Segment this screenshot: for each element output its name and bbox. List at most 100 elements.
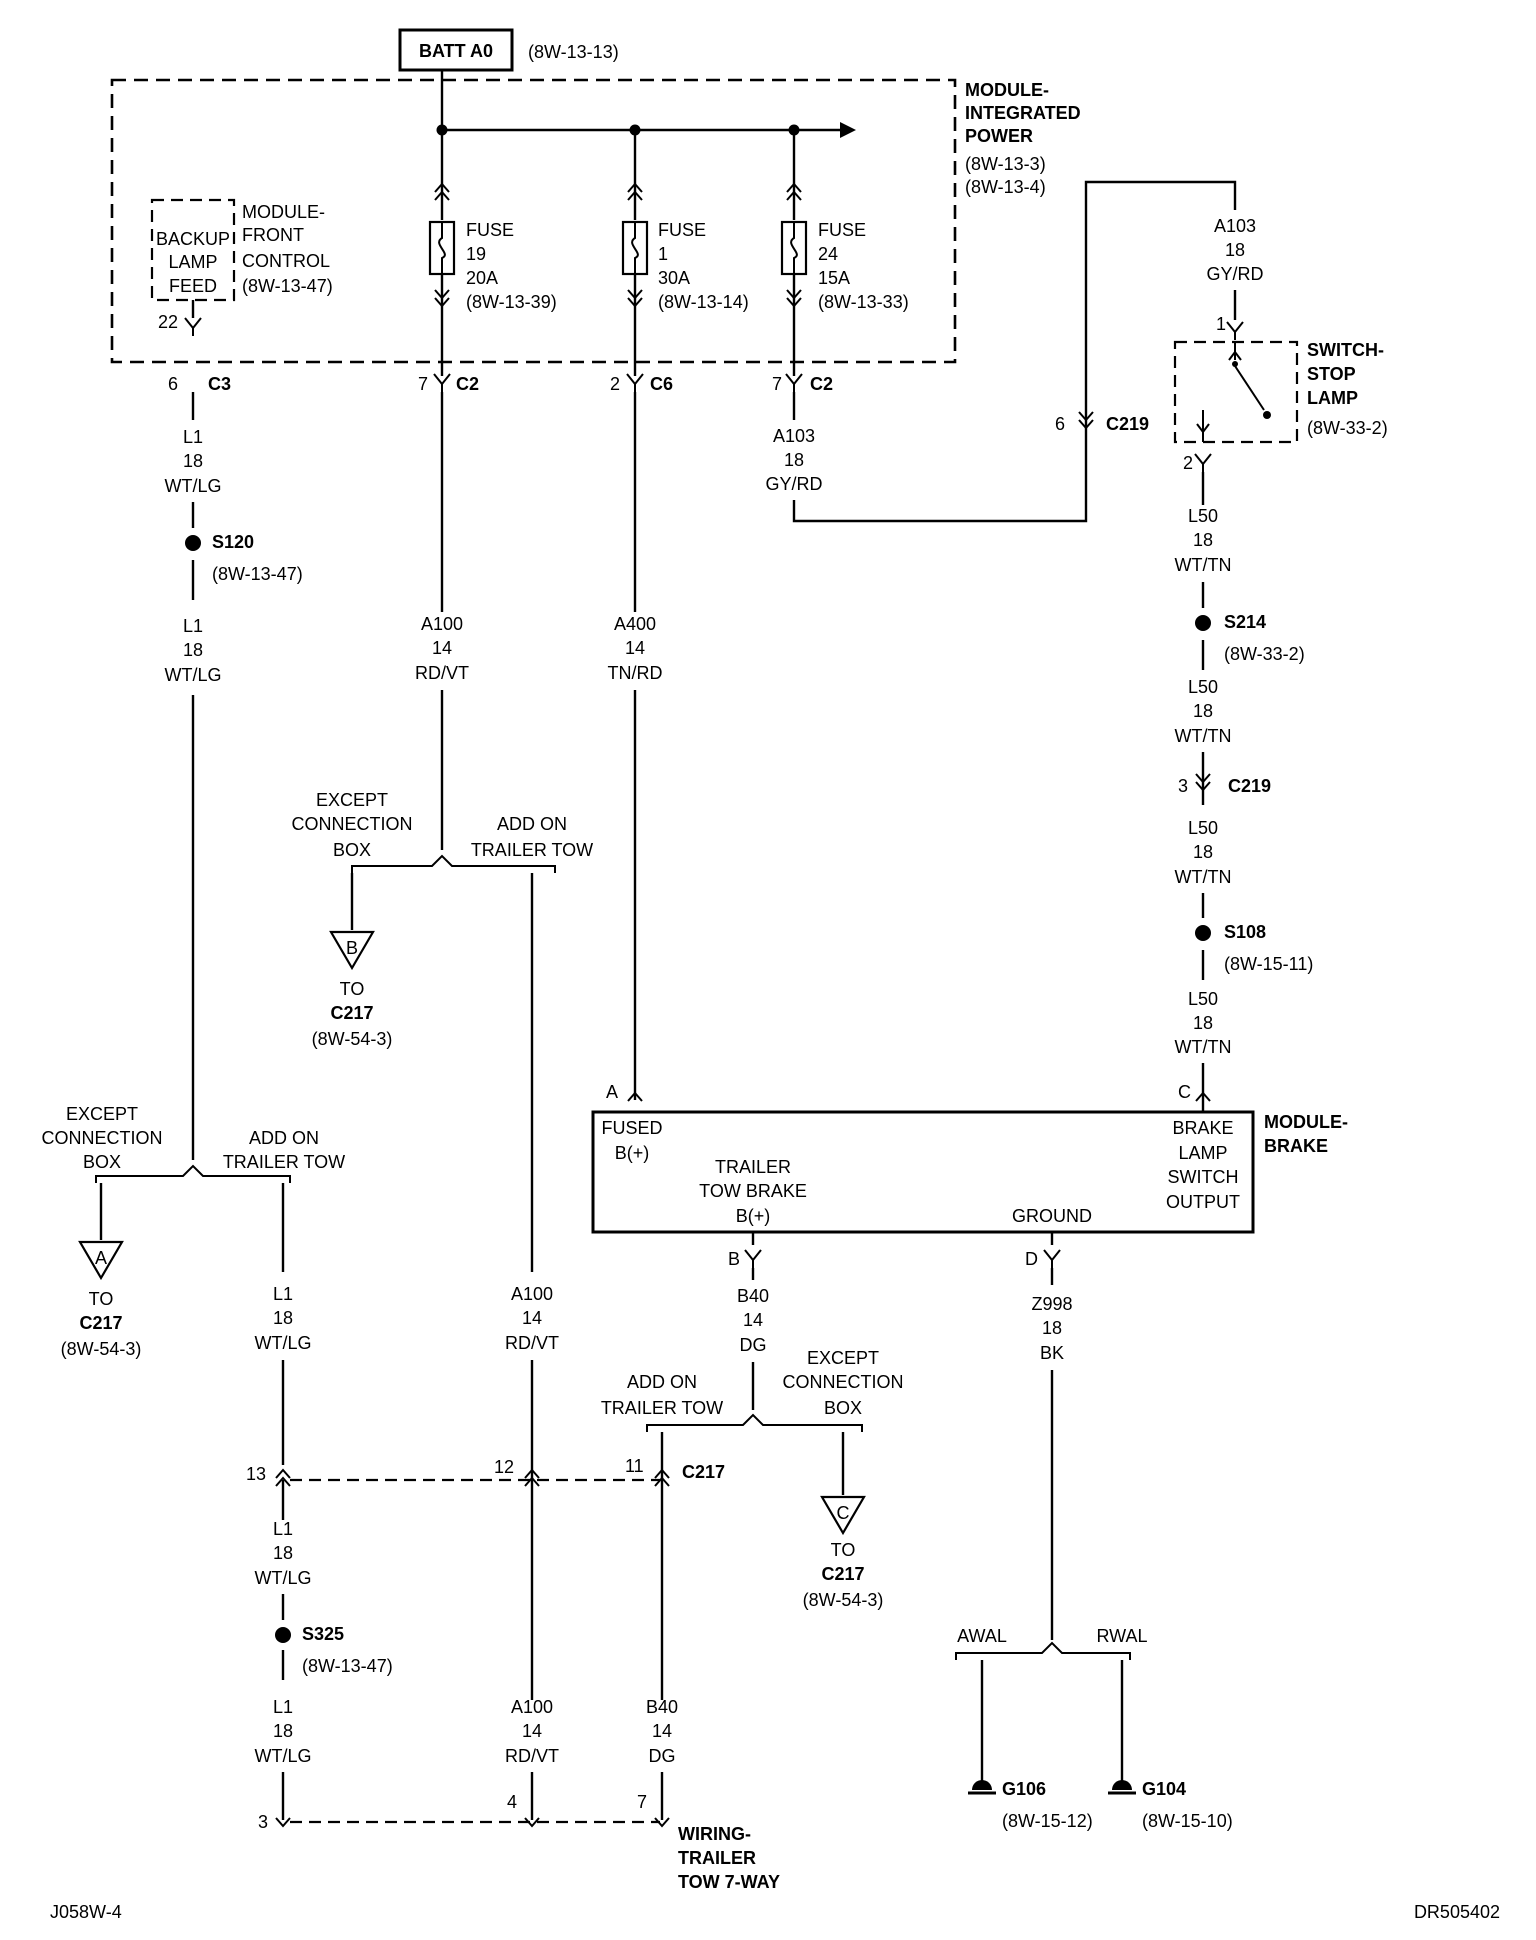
mip-ref-1: (8W-13-3) [965, 154, 1046, 174]
splice-s325 [275, 1627, 291, 1643]
g104-name: G104 [1142, 1779, 1186, 1799]
fuse-1-ref: (8W-13-14) [658, 292, 749, 312]
offpage-c-ref: (8W-54-3) [803, 1590, 884, 1610]
wire-a100b-gauge: 14 [522, 1308, 542, 1328]
wire-a103a-name: A103 [773, 426, 815, 446]
branch-b40-add2: TRAILER TOW [601, 1398, 723, 1418]
wire-l50d-name: L50 [1188, 989, 1218, 1009]
wire-l50c-name: L50 [1188, 818, 1218, 838]
c3-name: C3 [208, 374, 231, 394]
offpage-b-letter: B [346, 938, 358, 958]
c3-pin: 6 [168, 374, 178, 394]
ground-awal: AWAL [957, 1626, 1007, 1646]
s325-name: S325 [302, 1624, 344, 1644]
splice-s214 [1195, 615, 1211, 631]
s214-ref: (8W-33-2) [1224, 644, 1305, 664]
offpage-b-icon [329, 930, 375, 971]
brake-out-2: LAMP [1178, 1143, 1227, 1163]
wire-l1b-color: WT/LG [165, 665, 222, 685]
offpage-a-icon [78, 1240, 124, 1281]
branch-left [95, 1164, 291, 1183]
fuse-19-num: 19 [466, 244, 486, 264]
trailer-conn-l2: TRAILER [678, 1848, 756, 1868]
wire-a400-name: A400 [614, 614, 656, 634]
mip-title-3: POWER [965, 126, 1033, 146]
wire-a100a-name: A100 [421, 614, 463, 634]
g104-ref: (8W-15-10) [1142, 1811, 1233, 1831]
splice-s108 [1195, 925, 1211, 941]
brake-module-box [591, 1110, 1255, 1234]
wire-l1c-color: WT/LG [255, 1333, 312, 1353]
wire-a100c-name: A100 [511, 1697, 553, 1717]
wire-a103b-color: GY/RD [1206, 264, 1263, 284]
brake-out-3: SWITCH [1168, 1167, 1239, 1187]
wire-z998-color: BK [1040, 1343, 1064, 1363]
brake-out-1: BRAKE [1172, 1118, 1233, 1138]
c219a-name: C219 [1106, 414, 1149, 434]
switch-ref: (8W-33-2) [1307, 418, 1388, 438]
offpage-c-letter: C [837, 1503, 850, 1523]
backup-l1: BACKUP [156, 229, 230, 249]
c2b-name: C2 [810, 374, 833, 394]
brake-pin-c: C [1178, 1082, 1191, 1102]
wire-a100a-gauge: 14 [432, 638, 452, 658]
wire-b40a-gauge: 14 [743, 1310, 763, 1330]
fuse-19-amp: 20A [466, 268, 498, 288]
wire-l50c-gauge: 18 [1193, 842, 1213, 862]
brake-pin-b: B [728, 1249, 740, 1269]
c217-name: C217 [682, 1462, 725, 1482]
brake-fused-1: FUSED [601, 1118, 662, 1138]
wire-b40a-name: B40 [737, 1286, 769, 1306]
wire-a100b-name: A100 [511, 1284, 553, 1304]
mfc-ref: (8W-13-47) [242, 276, 333, 296]
s108-name: S108 [1224, 922, 1266, 942]
c219b-name: C219 [1228, 776, 1271, 796]
brake-trailer-1: TRAILER [715, 1157, 791, 1177]
brake-ground: GROUND [1012, 1206, 1092, 1226]
fuse-24-num: 24 [818, 244, 838, 264]
offpage-a-conn: C217 [79, 1313, 122, 1333]
s120-name: S120 [212, 532, 254, 552]
wire-l1a-name: L1 [183, 427, 203, 447]
branch-left-add2: TRAILER TOW [223, 1152, 345, 1172]
ground-g104-icon [1108, 1780, 1136, 1795]
mip-boundary [110, 78, 957, 364]
wire-l1c-gauge: 18 [273, 1308, 293, 1328]
branch-b40-add1: ADD ON [627, 1372, 697, 1392]
wire-l50a-name: L50 [1188, 506, 1218, 526]
trailer-pin3: 3 [258, 1812, 268, 1832]
bus-arrow-icon [840, 122, 856, 138]
offpage-a-letter: A [95, 1248, 107, 1268]
wire-b40a-color: DG [740, 1335, 767, 1355]
wire-a100a-color: RD/VT [415, 663, 469, 683]
branch-left-ex1: EXCEPT [66, 1104, 138, 1124]
mip-title-2: INTEGRATED [965, 103, 1081, 123]
branch-left-add1: ADD ON [249, 1128, 319, 1148]
offpage-a-ref: (8W-54-3) [61, 1339, 142, 1359]
wire-l50b-color: WT/TN [1175, 726, 1232, 746]
wire-l1e-gauge: 18 [273, 1721, 293, 1741]
wire-a103a-gauge: 18 [784, 450, 804, 470]
switch-pin2: 2 [1183, 453, 1193, 473]
c6-name: C6 [650, 374, 673, 394]
switch-l1: SWITCH- [1307, 340, 1384, 360]
wire-a100c-color: RD/VT [505, 1746, 559, 1766]
offpage-b-ref: (8W-54-3) [312, 1029, 393, 1049]
wire-l1b-name: L1 [183, 616, 203, 636]
footer-right-code: DR505402 [1414, 1902, 1500, 1922]
switch-pin1: 1 [1216, 314, 1226, 334]
s214-name: S214 [1224, 612, 1266, 632]
branch-left-ex3: BOX [83, 1152, 121, 1172]
wire-a400-color: TN/RD [608, 663, 663, 683]
branch-a100-ex3: BOX [333, 840, 371, 860]
offpage-a-to: TO [89, 1289, 114, 1309]
backup-lamp-box [150, 198, 236, 302]
mfc-l1: MODULE- [242, 202, 325, 222]
c219a-pin: 6 [1055, 414, 1065, 434]
brake-pin-a: A [606, 1082, 618, 1102]
wire-l50a-gauge: 18 [1193, 530, 1213, 550]
wire-z998-gauge: 18 [1042, 1318, 1062, 1338]
backup-pin: 22 [158, 312, 178, 332]
trailer-pin4: 4 [507, 1792, 517, 1812]
